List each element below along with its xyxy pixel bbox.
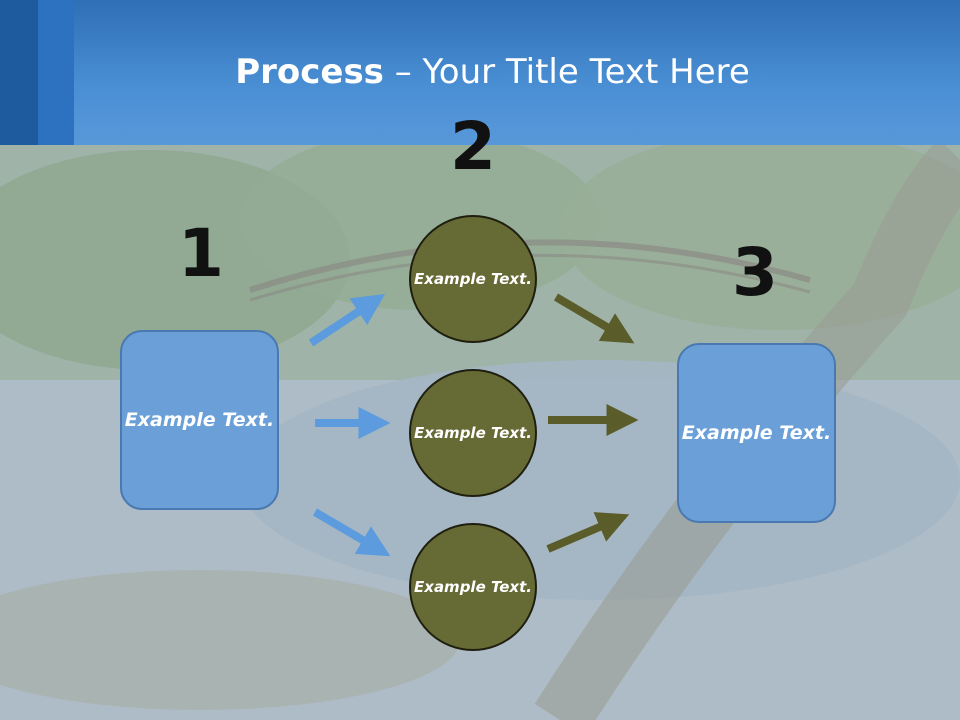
header-accent-bar [0,0,38,145]
arrow-box-to-circle-1 [308,294,386,347]
step-1-box[interactable]: Example Text. [120,330,279,510]
step-number-2: 2 [450,108,496,185]
step-3-box[interactable]: Example Text. [677,343,836,523]
title-rest: – Your Title Text Here [383,52,750,92]
step-number-1: 1 [178,215,224,292]
arrow-circle-1-to-box [553,293,635,344]
step-2-circle-middle[interactable]: Example Text. [409,369,537,497]
step-2-circle-bottom[interactable]: Example Text. [409,523,537,651]
title-bold: Process [235,52,384,92]
step-2-circle-top[interactable]: Example Text. [409,215,537,343]
step-number-3: 3 [732,234,778,311]
slide-title[interactable]: Process – Your Title Text Here [0,52,960,92]
header-accent-bar [38,0,74,145]
arrow-box-to-circle-3 [312,508,391,557]
title-header-band: Process – Your Title Text Here [0,0,960,145]
arrow-circle-3-to-box [546,512,630,553]
